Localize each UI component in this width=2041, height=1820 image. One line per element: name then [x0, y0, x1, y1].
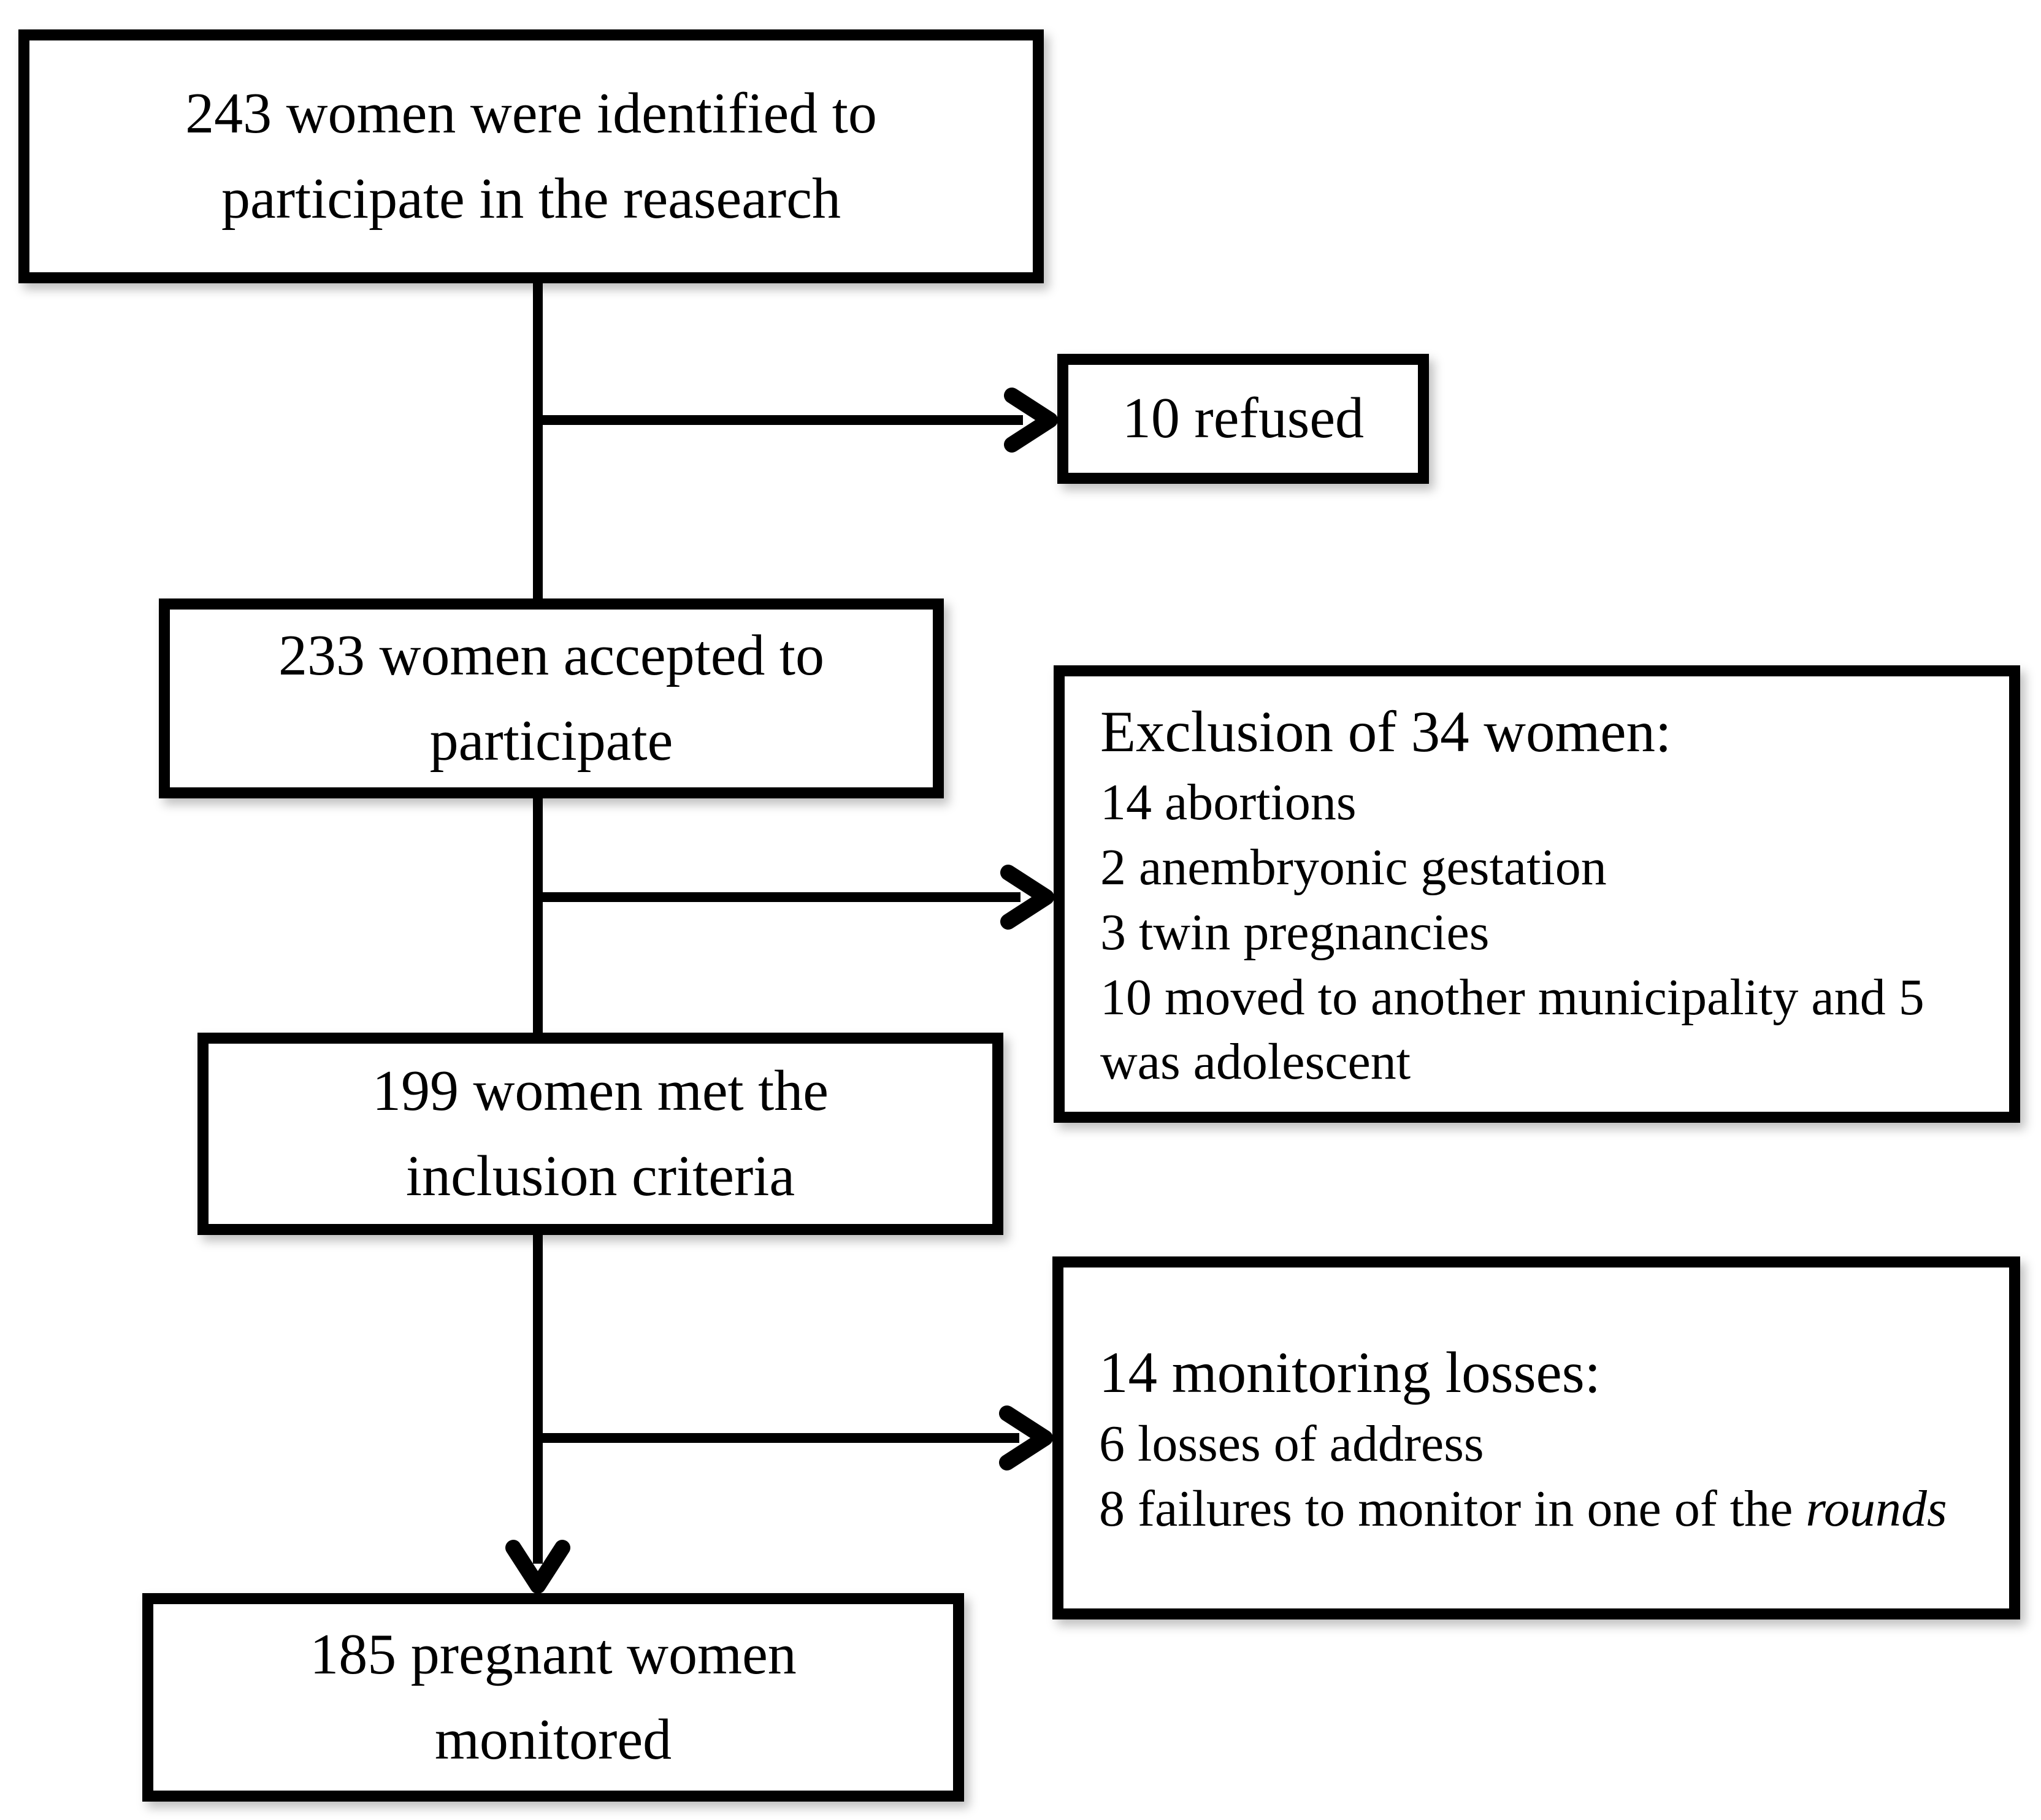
box-identified-line2: participate in the reasearch — [221, 167, 841, 231]
box-accepted-line2: participate — [429, 709, 673, 773]
box-losses-item-2-text: 8 failures to monitor in one of the — [1099, 1480, 1806, 1537]
box-monitored-line1: 185 pregnant women — [310, 1622, 797, 1686]
box-accepted-line1: 233 women accepted to — [278, 623, 825, 687]
box-identified-text: 243 women were identified to participate… — [185, 71, 877, 242]
box-inclusion-line2: inclusion criteria — [405, 1144, 795, 1208]
box-losses-item-2-italic: rounds — [1806, 1480, 1947, 1537]
box-exclusion: Exclusion of 34 women: 14 abortions 2 an… — [1054, 665, 2020, 1123]
box-losses-heading: 14 monitoring losses: — [1099, 1340, 1601, 1405]
box-losses-item-2: 8 failures to monitor in one of the roun… — [1099, 1477, 1947, 1542]
box-inclusion-line1: 199 women met the — [372, 1058, 829, 1123]
box-identified: 243 women were identified to participate… — [18, 29, 1044, 283]
right-arrowhead-refused-icon — [1004, 388, 1058, 453]
box-identified-line1: 243 women were identified to — [185, 81, 877, 145]
down-arrowhead-monitored-icon — [505, 1540, 570, 1594]
box-exclusion-item-3: 3 twin pregnancies — [1100, 903, 1490, 961]
box-refused-label: 10 refused — [1122, 386, 1365, 451]
box-losses-item-1: 6 losses of address — [1099, 1415, 1484, 1472]
box-refused: 10 refused — [1057, 354, 1429, 484]
box-monitored-text: 185 pregnant women monitored — [310, 1612, 797, 1783]
box-losses: 14 monitoring losses: 6 losses of addres… — [1052, 1256, 2020, 1619]
box-exclusion-item-1: 14 abortions — [1100, 774, 1357, 832]
box-monitored: 185 pregnant women monitored — [142, 1593, 964, 1802]
box-exclusion-item-4: 10 moved to another municipality and 5 w… — [1100, 968, 1924, 1091]
box-inclusion: 199 women met the inclusion criteria — [197, 1033, 1003, 1235]
box-accepted: 233 women accepted to participate — [159, 598, 944, 798]
right-arrowhead-losses-icon — [999, 1405, 1053, 1470]
right-arrowhead-exclusion-icon — [1000, 865, 1054, 930]
box-exclusion-item-2: 2 anembryonic gestation — [1100, 838, 1607, 896]
box-accepted-text: 233 women accepted to participate — [278, 613, 824, 784]
box-inclusion-text: 199 women met the inclusion criteria — [372, 1049, 829, 1219]
box-exclusion-heading: Exclusion of 34 women: — [1100, 698, 1672, 764]
box-monitored-line2: monitored — [434, 1708, 672, 1772]
